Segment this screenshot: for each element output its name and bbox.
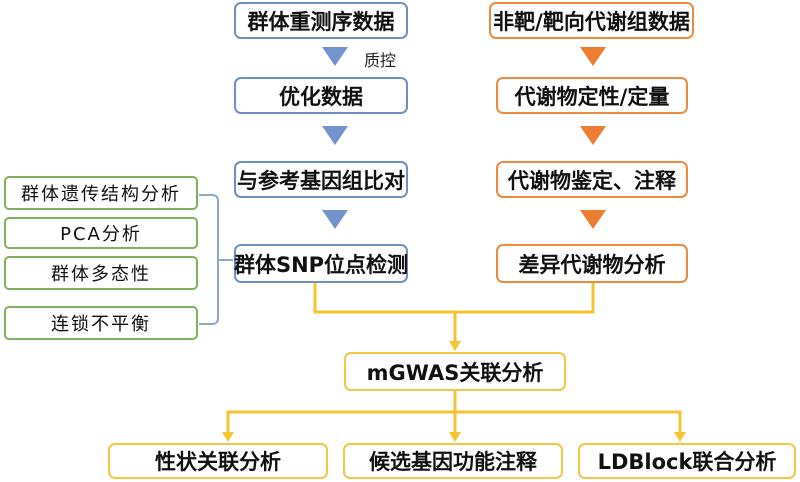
right-step-2: 代谢物定性/定量 (496, 77, 688, 114)
left-step-2: 优化数据 (234, 77, 408, 114)
output-arrowhead-1 (222, 432, 234, 442)
right-step-4: 差异代谢物分析 (496, 244, 688, 283)
center-analysis: mGWAS关联分析 (344, 352, 566, 391)
output-2: 候选基因功能注释 (343, 443, 563, 479)
side-analysis-1: 群体遗传结构分析 (4, 176, 198, 210)
qc-label: 质控 (364, 51, 397, 70)
side-analysis-2: PCA分析 (4, 217, 198, 249)
down-arrow-icon (580, 47, 606, 66)
side-analysis-3: 群体多态性 (4, 256, 198, 290)
output-1: 性状关联分析 (108, 443, 328, 479)
down-arrow-icon (580, 126, 606, 145)
output-3: LDBlock联合分析 (578, 443, 796, 479)
output-arrowhead-2 (449, 432, 461, 442)
left-step-3: 与参考基因组比对 (234, 161, 408, 198)
down-arrow-icon (322, 47, 348, 66)
side-bracket (199, 194, 219, 325)
output-branch-line (226, 410, 682, 433)
left-step-1: 群体重测序数据 (234, 2, 408, 39)
down-arrow-icon (322, 126, 348, 145)
down-arrow-icon (580, 210, 606, 229)
right-step-1: 非靶/靶向代谢组数据 (489, 2, 694, 39)
merge-arrowhead (449, 341, 461, 351)
left-step-4: 群体SNP位点检测 (234, 244, 408, 283)
down-arrow-icon (322, 210, 348, 229)
side-analysis-4: 连锁不平衡 (4, 306, 198, 340)
merge-line (313, 283, 595, 314)
right-step-3: 代谢物鉴定、注释 (496, 161, 688, 198)
output-arrowhead-3 (674, 432, 686, 442)
